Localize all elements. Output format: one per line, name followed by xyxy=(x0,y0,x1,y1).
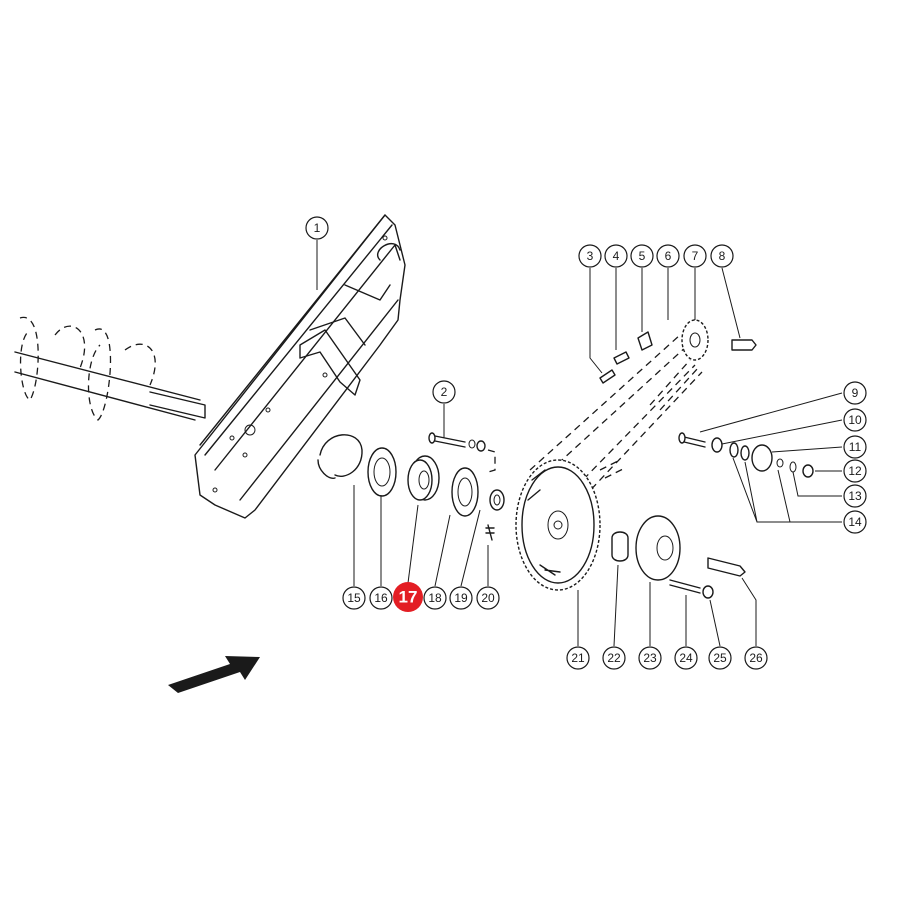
callout-19: 19 xyxy=(449,586,473,610)
svg-text:3: 3 xyxy=(587,249,594,263)
callout-15: 15 xyxy=(342,586,366,610)
callout-9: 9 xyxy=(843,381,867,405)
svg-text:20: 20 xyxy=(481,591,495,605)
svg-text:15: 15 xyxy=(347,591,361,605)
leader-lines xyxy=(316,240,843,647)
callout-20: 20 xyxy=(476,586,500,610)
svg-text:19: 19 xyxy=(454,591,468,605)
svg-text:23: 23 xyxy=(643,651,657,665)
callout-25: 25 xyxy=(708,646,732,670)
callout-2: 2 xyxy=(432,380,456,404)
callout-1: 1 xyxy=(305,216,329,240)
svg-text:10: 10 xyxy=(848,413,862,427)
svg-text:21: 21 xyxy=(571,651,585,665)
svg-text:24: 24 xyxy=(679,651,693,665)
callout-17-highlighted: 17 xyxy=(393,582,423,612)
callout-5: 5 xyxy=(630,244,654,268)
svg-text:5: 5 xyxy=(639,249,646,263)
bearing-group-drawing xyxy=(317,434,505,541)
bolt-washer-stack-drawing xyxy=(678,432,814,478)
svg-text:1: 1 xyxy=(314,221,321,235)
callout-6: 6 xyxy=(656,244,680,268)
callout-24: 24 xyxy=(674,646,698,670)
callout-18: 18 xyxy=(423,586,447,610)
housing-plate-drawing xyxy=(194,214,406,519)
small-sprocket-drawing xyxy=(599,319,709,384)
svg-text:8: 8 xyxy=(719,249,726,263)
hub-assembly-drawing xyxy=(611,515,746,599)
svg-text:11: 11 xyxy=(849,440,862,454)
callout-11: 11 xyxy=(843,435,867,459)
large-sprocket-drawing xyxy=(515,459,601,591)
callout-13: 13 xyxy=(843,484,867,508)
callout-16: 16 xyxy=(369,586,393,610)
svg-text:4: 4 xyxy=(613,249,620,263)
drive-chain-drawing xyxy=(529,334,703,499)
callout-22: 22 xyxy=(602,646,626,670)
svg-text:22: 22 xyxy=(607,651,621,665)
callout-23: 23 xyxy=(638,646,662,670)
svg-text:17: 17 xyxy=(399,588,418,607)
callout-26: 26 xyxy=(744,646,768,670)
svg-text:12: 12 xyxy=(848,464,862,478)
svg-text:14: 14 xyxy=(848,515,862,529)
svg-text:26: 26 xyxy=(749,651,763,665)
svg-text:2: 2 xyxy=(441,385,448,399)
svg-text:6: 6 xyxy=(665,249,672,263)
callout-8: 8 xyxy=(710,244,734,268)
svg-text:13: 13 xyxy=(848,489,862,503)
svg-text:25: 25 xyxy=(713,651,727,665)
bolt-assembly-drawing xyxy=(428,432,496,473)
callout-14: 14 xyxy=(843,510,867,534)
key-8-drawing xyxy=(731,339,757,351)
callout-3: 3 xyxy=(578,244,602,268)
svg-text:9: 9 xyxy=(852,386,859,400)
svg-text:7: 7 xyxy=(692,249,699,263)
auger-drawing xyxy=(14,317,206,421)
callout-21: 21 xyxy=(566,646,590,670)
svg-text:18: 18 xyxy=(428,591,442,605)
callout-12: 12 xyxy=(843,459,867,483)
direction-arrow-icon xyxy=(168,656,260,693)
callout-10: 10 xyxy=(843,408,867,432)
callout-7: 7 xyxy=(683,244,707,268)
svg-text:16: 16 xyxy=(374,591,388,605)
callout-4: 4 xyxy=(604,244,628,268)
